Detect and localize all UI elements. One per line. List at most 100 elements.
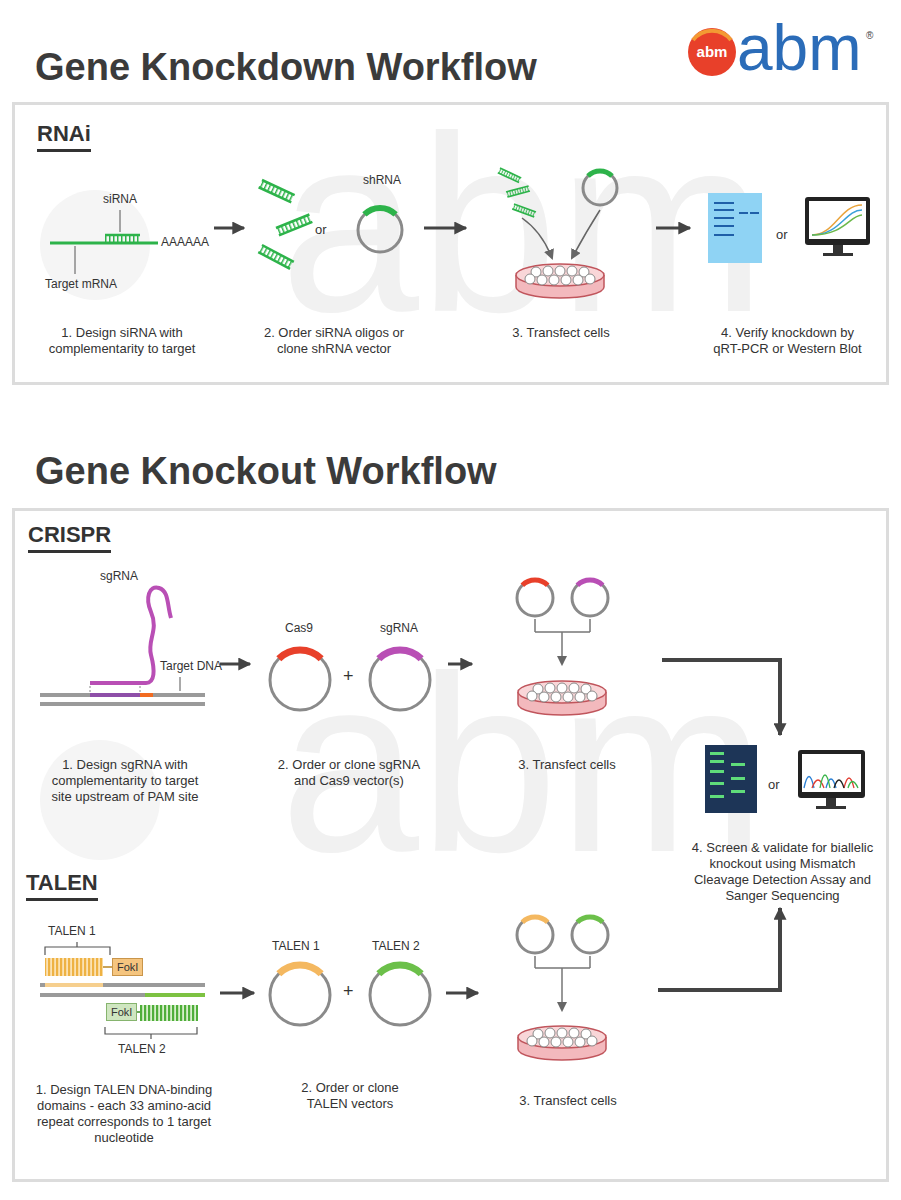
step-caption: 3. Transfect cells bbox=[492, 757, 642, 773]
workflow-panel: Gene Knockout WorkflowCRISPRTALEN1. Desi… bbox=[12, 508, 889, 1182]
part-label: or bbox=[768, 778, 780, 793]
part-label: TALEN 2 bbox=[372, 940, 420, 954]
qpcr-monitor bbox=[812, 215, 862, 235]
part-label: sgRNA bbox=[380, 622, 418, 636]
crispr-transfect bbox=[518, 681, 606, 715]
watermark: abm bbox=[280, 100, 766, 350]
talen-design bbox=[145, 993, 205, 997]
gel-image bbox=[731, 777, 745, 780]
sequencing-monitor bbox=[812, 778, 854, 788]
talen-transfect bbox=[577, 917, 602, 922]
talen-design bbox=[45, 983, 103, 987]
step-caption: 4. Verify knockdown by qRT-PCR or Wester… bbox=[708, 325, 868, 357]
part-label: + bbox=[343, 981, 354, 1002]
rnai-design bbox=[75, 246, 76, 274]
talen-design bbox=[45, 958, 103, 976]
step-box: 4. Screen & validate for biallelic knock… bbox=[680, 735, 885, 908]
step-caption: 3. Transfect cells bbox=[486, 325, 636, 341]
connector-arrow bbox=[448, 663, 472, 666]
crispr-design bbox=[140, 693, 153, 697]
sequencing-monitor bbox=[798, 750, 865, 809]
talen-transfect bbox=[535, 956, 590, 1010]
crispr-transfect bbox=[517, 580, 553, 616]
part-label: TALEN 1 bbox=[48, 925, 96, 939]
domain-box: FokI bbox=[106, 1003, 137, 1021]
talen-plasmids bbox=[279, 965, 321, 974]
talen-design bbox=[40, 993, 205, 997]
talen-plasmids bbox=[379, 965, 421, 974]
qpcr-monitor bbox=[805, 197, 870, 256]
subsection-heading: TALEN bbox=[26, 871, 98, 901]
crispr-design bbox=[180, 677, 181, 691]
talen-transfect bbox=[572, 917, 608, 953]
step-caption: 1. Design sgRNA with complementarity to … bbox=[40, 757, 210, 805]
western-blot bbox=[714, 209, 734, 211]
gel-image bbox=[710, 760, 724, 763]
connector-arrow bbox=[214, 227, 244, 230]
gel-image bbox=[731, 763, 745, 766]
qpcr-monitor bbox=[812, 210, 862, 235]
crispr-design bbox=[90, 686, 140, 692]
crispr-transfect bbox=[522, 580, 547, 585]
talen-design bbox=[40, 983, 205, 987]
sequencing-monitor bbox=[826, 798, 836, 806]
part-label: TALEN 2 bbox=[118, 1043, 166, 1057]
crispr-design bbox=[40, 693, 205, 697]
crispr-design bbox=[40, 702, 205, 706]
step-box: 2. Order or clone TALEN vectors bbox=[254, 905, 446, 1116]
crispr-design bbox=[40, 588, 205, 704]
connector-arrow bbox=[446, 992, 478, 995]
section-heading: Gene Knockout Workflow bbox=[35, 449, 497, 493]
qpcr-monitor bbox=[823, 253, 853, 256]
gel-image bbox=[705, 745, 757, 813]
talen-transfect bbox=[517, 917, 608, 1060]
sequencing-monitor bbox=[802, 754, 861, 792]
logo-text: abm bbox=[697, 43, 728, 60]
part-label: Cas9 bbox=[285, 622, 313, 636]
gel-image bbox=[710, 752, 745, 798]
part-label: AAAAAA bbox=[161, 236, 209, 250]
step-caption: 2. Order or clone TALEN vectors bbox=[285, 1080, 415, 1112]
step-box: 1. Design TALEN DNA-binding domains - ea… bbox=[28, 905, 220, 1150]
western-blot bbox=[714, 202, 734, 204]
crispr-transfect bbox=[577, 580, 602, 585]
step-box: 2. Order siRNA oligos or clone shRNA vec… bbox=[244, 165, 424, 365]
gel-image bbox=[710, 795, 724, 798]
connector-arrow bbox=[656, 227, 690, 230]
step-caption: 2. Order siRNA oligos or clone shRNA vec… bbox=[252, 325, 417, 357]
connector-arrow bbox=[658, 908, 780, 990]
sequencing-monitor bbox=[820, 775, 858, 788]
domain-label: FokI bbox=[117, 960, 138, 974]
rnai-design bbox=[50, 210, 158, 274]
western-blot bbox=[708, 193, 762, 263]
domain-label: FokI bbox=[111, 1005, 132, 1019]
rnai-design bbox=[120, 210, 121, 232]
connector-arrow bbox=[220, 663, 250, 666]
talen-plasmids bbox=[370, 965, 430, 1025]
step-box: 3. Transfect cells bbox=[466, 165, 656, 365]
qpcr-monitor bbox=[809, 201, 866, 239]
part-label: Target mRNA bbox=[45, 278, 117, 292]
rnai-design bbox=[50, 242, 158, 245]
gel-image bbox=[710, 752, 724, 755]
step-box: 3. Transfect cells bbox=[478, 905, 658, 1113]
gel-image bbox=[705, 745, 757, 813]
crispr-design bbox=[90, 693, 140, 697]
part-label: sgRNA bbox=[100, 570, 138, 584]
step-caption: 2. Order or clone sgRNA and Cas9 vector(… bbox=[269, 757, 429, 789]
part-label: or bbox=[776, 228, 788, 243]
part-label: + bbox=[343, 666, 354, 687]
logo-circle bbox=[693, 31, 731, 40]
step-caption: 4. Screen & validate for biallelic knock… bbox=[683, 840, 883, 904]
crispr-design bbox=[90, 588, 171, 683]
connector-arrow bbox=[220, 992, 254, 995]
western-blot bbox=[714, 217, 734, 219]
workflow-panel: Gene Knockdown WorkflowRNAi1. Design siR… bbox=[12, 102, 889, 385]
part-label: shRNA bbox=[363, 174, 401, 188]
sequencing-monitor bbox=[816, 806, 846, 809]
qpcr-monitor bbox=[805, 197, 870, 245]
step-box: 4. Verify knockdown by qRT-PCR or Wester… bbox=[690, 165, 885, 365]
gel-image bbox=[710, 770, 724, 773]
rnai-design bbox=[105, 234, 140, 237]
